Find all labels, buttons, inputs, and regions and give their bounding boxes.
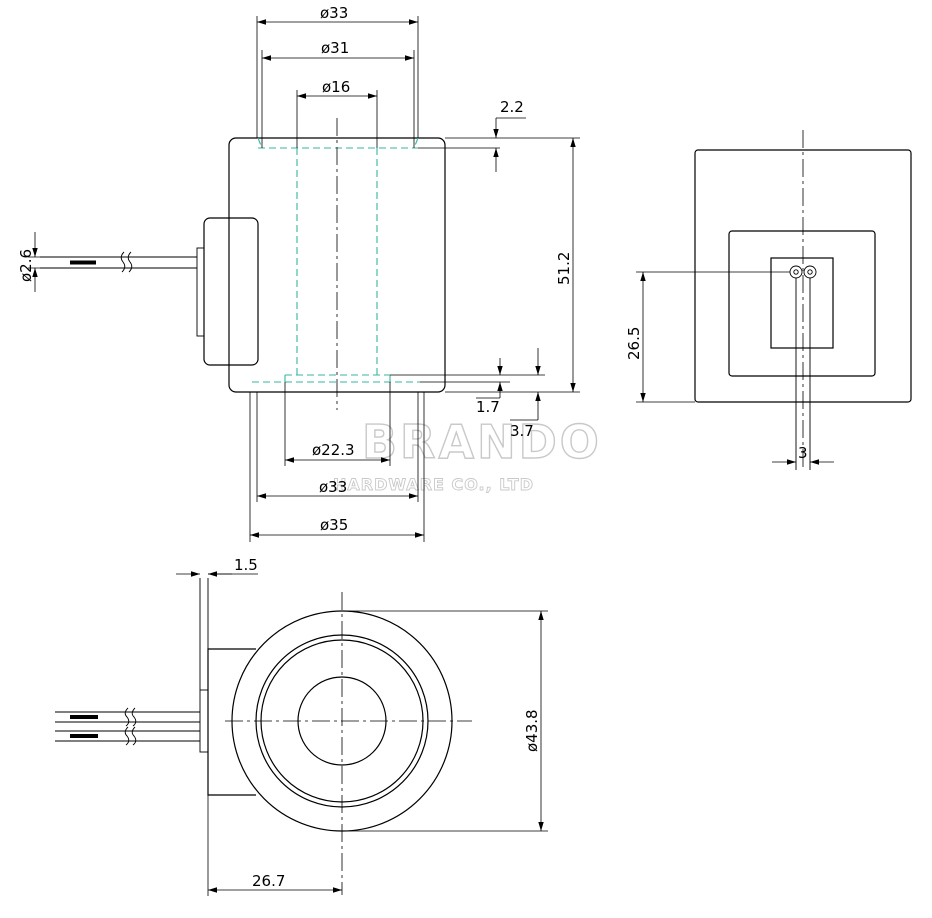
top-view: 1.5 ø43.8 26.7 <box>55 556 548 896</box>
side-terminal-box <box>728 230 876 377</box>
dim-d16: ø16 <box>296 78 378 148</box>
dim-d35-label: ø35 <box>320 516 348 534</box>
dim-d22-3: ø22.3 <box>284 382 391 466</box>
dim-51-2-label: 51.2 <box>555 252 573 285</box>
dim-d33-bottom: ø33 <box>256 392 419 502</box>
dim-3: 3 <box>772 444 834 465</box>
dim-2-2: 2.2 <box>418 98 580 172</box>
dim-d16-label: ø16 <box>322 78 350 96</box>
dim-2-2-label: 2.2 <box>500 98 524 116</box>
lead-wires <box>40 251 197 273</box>
watermark: BRANDO HARDWARE CO., LTD <box>333 414 602 494</box>
dim-26-5: 26.5 <box>625 271 790 403</box>
dim-d35: ø35 <box>249 392 425 542</box>
side-view: 26.5 3 <box>625 130 912 470</box>
dim-1-7-label: 1.7 <box>476 398 500 416</box>
dim-3-7: 3.7 <box>510 348 541 440</box>
top-terminal-plate <box>199 689 209 753</box>
dim-51-2: 51.2 <box>445 138 580 393</box>
dim-1-5: 1.5 <box>176 556 258 577</box>
dim-26-7: 26.7 <box>207 795 342 896</box>
dim-d43-8: ø43.8 <box>342 610 548 832</box>
dim-1-5-label: 1.5 <box>234 556 258 574</box>
top-lead-wires <box>55 707 200 746</box>
side-terminal-plate <box>770 257 834 349</box>
dim-d33-top-label: ø33 <box>320 4 348 22</box>
side-lead-terminals <box>789 265 817 470</box>
dim-d2-6: ø2.6 <box>17 232 60 292</box>
dim-d31: ø31 <box>261 39 415 148</box>
terminal-box-outline <box>203 217 259 366</box>
dim-1-7: 1.7 <box>390 358 545 416</box>
dim-3-label: 3 <box>798 444 808 462</box>
dim-d2-6-label: ø2.6 <box>17 249 35 282</box>
dim-d33-bottom-label: ø33 <box>319 478 347 496</box>
dim-d33-top: ø33 <box>256 4 419 138</box>
dim-d43-8-label: ø43.8 <box>523 709 541 752</box>
dim-26-5-label: 26.5 <box>625 327 643 360</box>
dim-26-7-label: 26.7 <box>252 872 285 890</box>
terminal-plate <box>196 247 205 337</box>
watermark-company: HARDWARE CO., LTD <box>333 475 534 494</box>
watermark-brand: BRANDO <box>362 415 602 469</box>
dim-3-7-label: 3.7 <box>510 422 534 440</box>
dim-d31-label: ø31 <box>321 39 349 57</box>
front-view: ø33 ø31 ø16 2.2 51.2 <box>17 4 580 542</box>
dim-d22-3-label: ø22.3 <box>312 441 355 459</box>
